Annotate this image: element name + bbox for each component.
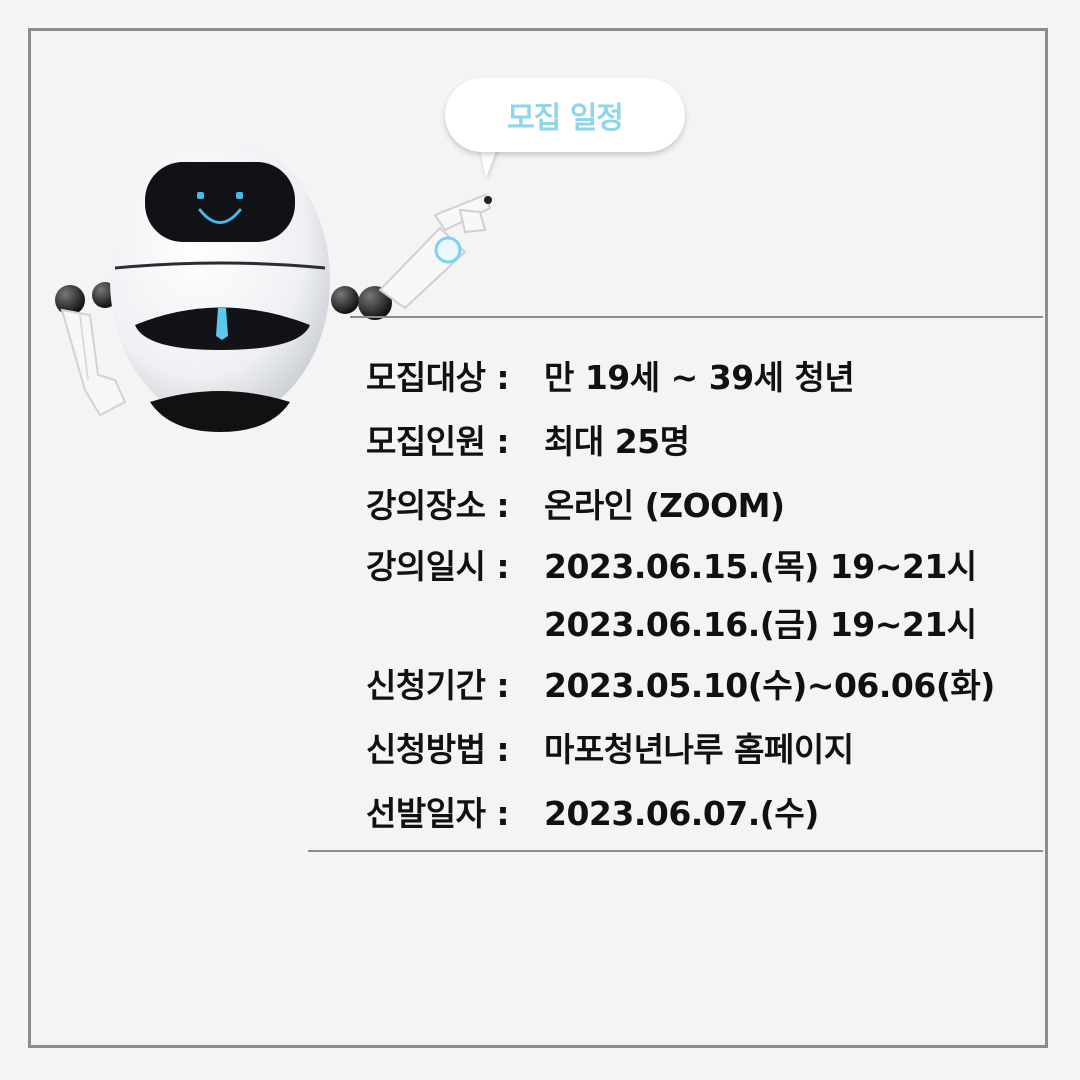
venue-label: 강의장소 : xyxy=(366,486,510,525)
bubble-title: 모집 일정 xyxy=(507,101,624,136)
capacity-value: 최대 25명 xyxy=(544,422,690,461)
period-value: 2023.05.10(수)~06.06(화) xyxy=(544,666,995,705)
row-venue: 강의장소 : 온라인 (ZOOM) xyxy=(366,471,995,535)
row-capacity: 모집인원 : 최대 25명 xyxy=(366,407,995,471)
row-method: 신청방법 : 마포청년나루 홈페이지 xyxy=(366,715,995,779)
schedule-info: 모집대상 : 만 19세 ~ 39세 청년 모집인원 : 최대 25명 강의장소… xyxy=(366,343,995,843)
method-label: 신청방법 : xyxy=(366,730,510,769)
method-value: 마포청년나루 홈페이지 xyxy=(544,730,854,769)
top-divider xyxy=(350,316,1043,318)
selection-label: 선발일자 : xyxy=(366,794,510,833)
period-label: 신청기간 : xyxy=(366,666,510,705)
row-datetime: 강의일시 : 2023.06.15.(목) 19~21시 xyxy=(366,535,995,593)
datetime-value-1: 2023.06.15.(목) 19~21시 xyxy=(544,547,977,586)
venue-value: 온라인 (ZOOM) xyxy=(544,486,785,525)
selection-value: 2023.06.07.(수) xyxy=(544,794,819,833)
target-label: 모집대상 : xyxy=(366,358,510,397)
row-selection: 선발일자 : 2023.06.07.(수) xyxy=(366,779,995,843)
row-target: 모집대상 : 만 19세 ~ 39세 청년 xyxy=(366,343,995,407)
datetime-value-2: 2023.06.16.(금) 19~21시 xyxy=(544,605,977,644)
robot-mascot-illustration xyxy=(55,140,492,432)
row-period: 신청기간 : 2023.05.10(수)~06.06(화) xyxy=(366,651,995,715)
target-value: 만 19세 ~ 39세 청년 xyxy=(544,358,855,397)
datetime-label: 강의일시 : xyxy=(366,547,510,586)
capacity-label: 모집인원 : xyxy=(366,422,510,461)
speech-bubble: 모집 일정 xyxy=(445,78,685,152)
row-datetime-2: 2023.06.16.(금) 19~21시 xyxy=(366,593,995,651)
bottom-divider xyxy=(308,850,1043,852)
